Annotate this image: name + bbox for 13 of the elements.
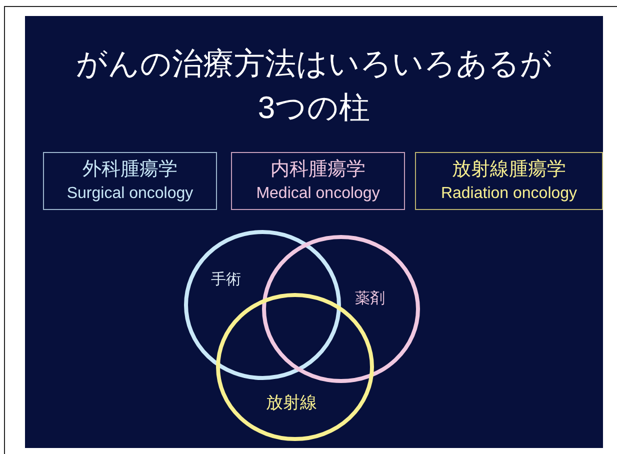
field-name: 放射線腫瘍学 (451, 157, 567, 181)
label-box (231, 152, 405, 210)
title: がんの治療方法はいろいろあるが3つの柱 (75, 45, 553, 127)
english-name: Radiation oncology (440, 184, 578, 204)
circle-label: 薬剤 (355, 289, 385, 307)
label-box (43, 152, 217, 210)
field-name: 外科腫瘍学 (82, 157, 178, 181)
english-name: Medical oncology (255, 184, 381, 204)
field-name: 内科腫瘍学 (270, 157, 366, 181)
english-name: Surgical oncology (66, 184, 194, 204)
label-box (415, 152, 603, 210)
circle-label: 放射線 (266, 394, 317, 412)
circle-label: 手術 (211, 270, 241, 288)
